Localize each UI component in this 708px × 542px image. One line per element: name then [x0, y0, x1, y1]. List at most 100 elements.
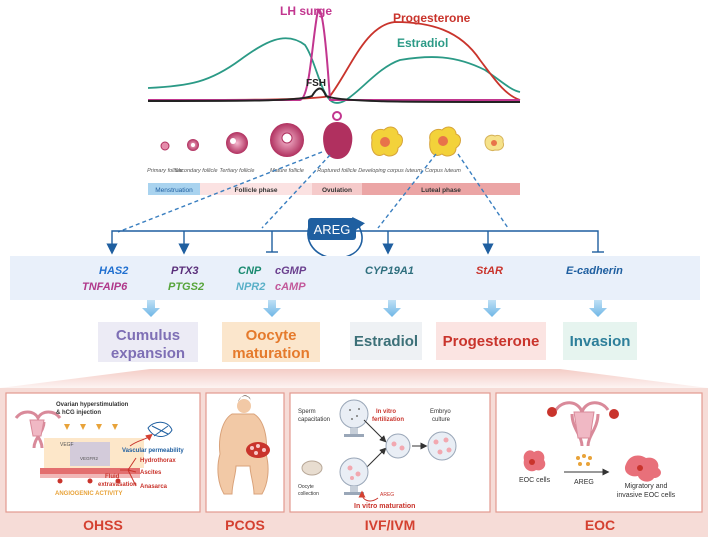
dashed-connectors	[117, 151, 509, 233]
gene-star: StAR	[476, 265, 503, 277]
eoc-result-1: Migratory and	[625, 483, 668, 490]
progesterone-label: Progesterone	[393, 11, 471, 25]
progesterone-box	[436, 322, 546, 360]
cumulus-line-2: expansion	[111, 345, 185, 362]
gene-ptx3: PTX3	[171, 265, 199, 277]
primary-label: Primary follicle	[147, 168, 183, 174]
gene-npr2: NPR2	[236, 281, 265, 293]
gene-cnp: CNP	[238, 265, 262, 277]
ivf-oocyte-1: Oocyte	[298, 484, 314, 490]
ohss-panel: Ovarian hyperstimulation & hCG injection…	[5, 392, 201, 513]
pcos-panel	[205, 392, 285, 513]
ivf-title: IVF/IVM	[365, 517, 416, 533]
menstruation-label: Menstruation	[155, 187, 193, 194]
mature-label: Mature follicle	[270, 168, 304, 174]
gene-ecadherin: E-cadherin	[566, 265, 623, 277]
ivf-sperm-2: capacitation	[298, 417, 330, 423]
pink-fan	[0, 369, 708, 388]
fsh-label: FSH	[306, 78, 326, 89]
regulation-lines	[106, 230, 604, 255]
tertiary-label: Tertiary follicle	[220, 168, 255, 174]
ivf-areg: AREG	[380, 492, 394, 498]
primary-follicle	[160, 141, 170, 151]
fert-dish	[385, 433, 411, 459]
outcomes: Cumulus expansion Oocyte maturation Estr…	[98, 322, 637, 362]
estradiol-label: Estradiol	[397, 36, 448, 50]
follicle-segment	[200, 183, 312, 195]
eoc-cells-label: EOC cells	[519, 477, 551, 484]
ohss-injection-1: Ovarian hyperstimulation	[56, 402, 129, 408]
ivf-embryo-2: culture	[432, 417, 451, 423]
ivm-dish	[339, 457, 369, 487]
ohss-vegfr2: VEGFR2	[80, 456, 99, 461]
sperm-dish	[339, 399, 369, 429]
phase-bar: Menstruation Follicle phase Ovulation Lu…	[148, 183, 520, 195]
ohss-title: OHSS	[83, 517, 123, 533]
fsh-curve	[147, 87, 521, 103]
estradiol-outcome: Estradiol	[354, 333, 418, 350]
gene-has2: HAS2	[99, 265, 128, 277]
ohss-fluid-2: extravasation	[98, 482, 137, 488]
lh-curve	[148, 8, 520, 101]
lh-label: LH surge	[280, 4, 332, 18]
gene-camp: cAMP	[275, 281, 306, 293]
oocyte-cluster	[301, 460, 323, 476]
pcos-title: PCOS	[225, 517, 265, 533]
eoc-areg: AREG	[574, 479, 594, 486]
eoc-title: EOC	[585, 517, 615, 533]
invasion-box	[563, 322, 637, 360]
invasion-outcome: Invasion	[570, 333, 631, 350]
gene-panel	[10, 256, 700, 300]
luteal-phase-label: Luteal phase	[421, 187, 461, 194]
ohss-fluid-1: Fluid	[105, 474, 120, 480]
areg-label: AREG	[314, 222, 351, 237]
ivf-fert-2: fertilization	[372, 417, 404, 423]
ruptured-follicle	[323, 122, 353, 159]
estradiol-curve	[147, 37, 521, 104]
developing-cl-label: Developing corpus luteum	[358, 168, 422, 174]
oocyte-line-1: Oocyte	[246, 327, 297, 344]
gene-to-outcome-arrows	[142, 300, 607, 317]
released-oocyte	[332, 111, 342, 121]
corpus-luteum-label: Corpus luteum	[425, 168, 461, 174]
invasive-cell	[624, 455, 661, 482]
ohss-ascites: Ascites	[140, 470, 162, 476]
gene-cyp19a1: CYP19A1	[365, 265, 414, 277]
ivf-sperm-1: Sperm	[298, 409, 316, 415]
person-head	[237, 399, 251, 413]
follicle-phase-label: Follicle phase	[235, 187, 278, 194]
estradiol-box	[350, 322, 422, 360]
cumulus-line-1: Cumulus	[116, 327, 180, 344]
ohss-vascular: Vascular permeability	[122, 448, 184, 454]
cumulus-box	[98, 322, 198, 362]
areg-node: AREG	[307, 216, 365, 259]
ivf-embryo-1: Embryo	[430, 409, 451, 415]
ivf-oocyte-2: collection	[298, 491, 319, 497]
follicle-row	[160, 111, 504, 159]
ohss-anasarca: Anasarca	[140, 484, 168, 490]
menstruation-segment	[148, 183, 200, 195]
ovulation-label: Ovulation	[322, 187, 352, 194]
secondary-label: Secondary follicle	[174, 168, 217, 174]
ohss-injection-2: & hCG injection	[56, 410, 101, 416]
ohss-angiogenic: ANGIOGENIC ACTIVITY	[55, 491, 122, 497]
ovulation-segment	[312, 183, 362, 195]
oocyte-box	[222, 322, 320, 362]
ohss-hydrothorax: Hydrothorax	[140, 458, 176, 464]
oocyte-line-2: maturation	[232, 345, 310, 362]
gene-tnfaip6: TNFAIP6	[82, 281, 128, 293]
progesterone-outcome: Progesterone	[443, 333, 540, 350]
eoc-result-2: invasive EOC cells	[617, 492, 676, 499]
vessel-network-icon	[147, 421, 173, 437]
ivf-fert-1: In vitro	[376, 409, 396, 415]
luteal-segment	[362, 183, 520, 195]
ohss-vegf: VEGF	[60, 442, 74, 448]
tertiary-follicle	[226, 132, 248, 154]
ivf-panel: Sperm capacitation In vitro fertilizatio…	[289, 392, 491, 513]
eoc-panel: EOC cells AREG Migratory and invasive EO…	[495, 392, 703, 513]
gene-cgmp: cGMP	[275, 265, 307, 277]
embryo-dish	[427, 431, 457, 461]
gene-ptgs2: PTGS2	[168, 281, 204, 293]
